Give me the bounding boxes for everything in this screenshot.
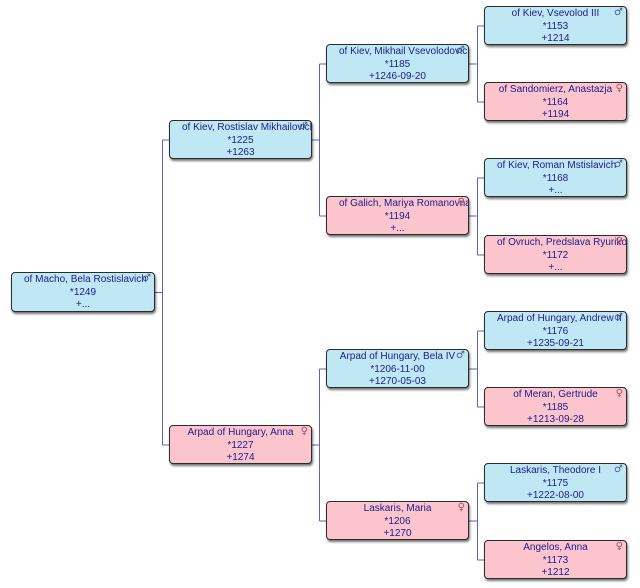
person-box-p7[interactable]: Laskaris, Maria*1206+1270 ♀ — [326, 501, 469, 540]
person-birth: *1194 — [384, 210, 411, 222]
person-death: +1270 — [383, 528, 412, 539]
person-name: of Galich, Mariya Romanovna — [339, 198, 468, 209]
male-symbol-icon: ♂ — [456, 45, 465, 56]
person-birth: *1249 — [69, 286, 97, 298]
person-death: +... — [548, 185, 563, 196]
person-box-p14[interactable]: Laskaris, Theodore I*1175+1222-08-00 ♂ — [484, 463, 627, 502]
person-box-p15[interactable]: Angelos, Anna*1173+1212 ♀ — [484, 540, 627, 579]
person-death: +... — [548, 262, 563, 273]
person-name: of Kiev, Roman Mstislavich — [497, 160, 617, 171]
person-name: Laskaris, Theodore I — [510, 465, 601, 476]
female-symbol-icon: ♀ — [615, 236, 623, 247]
person-death: +1263 — [226, 147, 255, 158]
person-birth: *1225 — [227, 134, 254, 146]
person-name: of Ovruch, Predslava Ryurikovna — [497, 237, 626, 248]
person-birth: *1172 — [542, 249, 569, 261]
person-birth: *1173 — [542, 554, 569, 566]
female-symbol-icon: ♀ — [457, 502, 465, 513]
person-name: Angelos, Anna — [523, 542, 588, 553]
person-birth: *1164 — [542, 96, 569, 108]
male-symbol-icon: ♂ — [614, 464, 623, 475]
person-box-p9[interactable]: of Sandomierz, Anastazja*1164+1194 ♀ — [484, 82, 627, 121]
person-death: +1235-09-21 — [527, 338, 584, 349]
person-box-p6[interactable]: Arpad of Hungary, Bela IV*1206-11-00+127… — [326, 349, 469, 388]
person-name: of Kiev, Vsevolod III — [511, 8, 600, 19]
person-birth: *1176 — [542, 325, 569, 337]
male-symbol-icon: ♂ — [456, 350, 465, 361]
person-box-p13[interactable]: of Meran, Gertrude*1185+1213-09-28 ♀ — [484, 387, 627, 426]
person-death: +1194 — [541, 109, 570, 120]
person-box-p3[interactable]: Arpad of Hungary, Anna*1227+1274 ♀ — [169, 425, 312, 464]
person-name: of Meran, Gertrude — [513, 389, 598, 400]
person-box-p12[interactable]: Arpad of Hungary, Andrew II*1176+1235-09… — [484, 311, 627, 350]
person-death: +1212 — [541, 567, 570, 578]
person-birth: *1227 — [227, 439, 254, 451]
female-symbol-icon: ♀ — [300, 426, 308, 437]
male-symbol-icon: ♂ — [614, 159, 623, 170]
person-box-p10[interactable]: of Kiev, Roman Mstislavich*1168+... ♂ — [484, 158, 627, 197]
male-symbol-icon: ♂ — [614, 7, 623, 18]
person-birth: *1206 — [384, 515, 411, 527]
person-box-p5[interactable]: of Galich, Mariya Romanovna*1194+... ♀ — [326, 196, 469, 235]
person-birth: *1185 — [542, 401, 569, 413]
person-death: +1213-09-28 — [527, 414, 584, 425]
person-death: +1246-09-20 — [369, 71, 426, 82]
female-symbol-icon: ♀ — [615, 83, 623, 94]
female-symbol-icon: ♀ — [615, 388, 623, 399]
person-death: +... — [75, 299, 91, 310]
male-symbol-icon: ♂ — [142, 273, 151, 284]
person-birth: *1206-11-00 — [370, 363, 425, 375]
person-name: of Kiev, Rostislav Mikhailovich — [182, 122, 311, 133]
person-birth: *1168 — [542, 172, 569, 184]
person-name: of Sandomierz, Anastazja — [498, 84, 613, 95]
person-box-p1[interactable]: of Macho, Bela Rostislavich*1249+... ♂ — [11, 272, 155, 312]
person-death: +1222-08-00 — [527, 490, 584, 501]
person-death: +1214 — [541, 33, 570, 44]
male-symbol-icon: ♂ — [299, 121, 308, 132]
person-box-p8[interactable]: of Kiev, Vsevolod III*1153+1214 ♂ — [484, 6, 627, 45]
person-box-p2[interactable]: of Kiev, Rostislav Mikhailovich*1225+126… — [169, 120, 312, 159]
female-symbol-icon: ♀ — [615, 541, 623, 552]
person-death: +... — [390, 223, 405, 234]
male-symbol-icon: ♂ — [614, 312, 623, 323]
person-box-p4[interactable]: of Kiev, Mikhail Vsevolodovich*1185+1246… — [326, 44, 469, 83]
person-birth: *1153 — [542, 20, 569, 32]
female-symbol-icon: ♀ — [457, 197, 465, 208]
person-birth: *1185 — [384, 58, 411, 70]
person-name: of Kiev, Mikhail Vsevolodovich — [339, 46, 468, 57]
person-name: of Macho, Bela Rostislavich — [24, 274, 147, 285]
person-name: Arpad of Hungary, Bela IV — [339, 351, 456, 362]
person-name: Arpad of Hungary, Anna — [187, 427, 294, 438]
person-name: Laskaris, Maria — [363, 503, 432, 514]
person-death: +1270-05-03 — [369, 376, 426, 387]
person-birth: *1175 — [542, 477, 569, 489]
person-name: Arpad of Hungary, Andrew II — [497, 313, 622, 324]
person-box-p11[interactable]: of Ovruch, Predslava Ryurikovna*1172+...… — [484, 235, 627, 274]
person-death: +1274 — [226, 452, 255, 463]
